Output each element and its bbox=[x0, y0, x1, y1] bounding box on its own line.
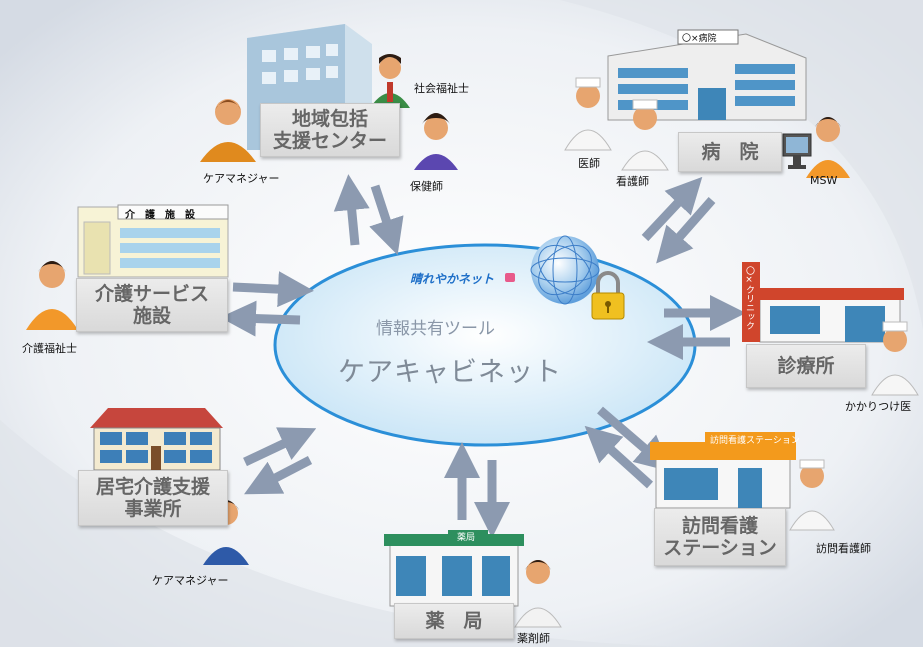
person-care-manager-top bbox=[200, 99, 256, 162]
person-msw bbox=[806, 117, 850, 178]
hospital-sign: 〇×病院 bbox=[682, 34, 717, 44]
role-houmon-kangoshi: 訪問看護師 bbox=[816, 542, 871, 555]
role-care-manager-bottom: ケアマネジャー bbox=[152, 574, 229, 587]
pharmacy-sign: 薬局 bbox=[457, 533, 476, 543]
globe-icon bbox=[530, 235, 600, 305]
person-kakaritsuke-doctor bbox=[871, 321, 919, 396]
center-title: ケアキャビネット bbox=[338, 357, 562, 388]
arrow-byouin-up bbox=[641, 176, 703, 242]
role-msw: MSW bbox=[810, 174, 838, 187]
person-yakuzaishi bbox=[514, 560, 562, 628]
person-hokenshi bbox=[414, 113, 458, 170]
arrow-byouin-down bbox=[656, 197, 716, 264]
hospital-building bbox=[607, 29, 807, 121]
facility-houmon: 訪問看護 ステーション bbox=[654, 508, 786, 566]
brand-logo: 晴れやかネット bbox=[410, 272, 495, 286]
background-swoosh-top bbox=[560, 0, 923, 330]
facility-kyotaku: 居宅介護支援 事業所 bbox=[78, 470, 228, 526]
kaigo-building bbox=[77, 204, 229, 278]
arrow-houmon-up bbox=[584, 425, 654, 489]
person-kaigo-fukushi bbox=[26, 261, 78, 330]
role-kaigo-fukushi: 介護福祉士 bbox=[22, 342, 77, 355]
facility-kaigo: 介護サービス 施設 bbox=[76, 278, 228, 332]
clinic-building bbox=[742, 262, 904, 343]
role-kangoshi: 看護師 bbox=[616, 175, 649, 188]
arrow-houmon-down bbox=[597, 406, 672, 472]
connection-arrows bbox=[220, 174, 746, 538]
arrow-kaigo-left bbox=[220, 300, 301, 337]
arrow-kyotaku-up bbox=[243, 427, 317, 467]
pharmacy-building bbox=[384, 530, 524, 607]
computer-monitor-icon bbox=[782, 133, 812, 169]
facility-yakkyoku: 薬 局 bbox=[394, 603, 514, 639]
brand-heart-icon bbox=[505, 273, 515, 282]
station-building bbox=[650, 432, 796, 509]
role-kakaritsuke: かかりつけ医 bbox=[845, 400, 912, 413]
station-sign: 訪問看護ステーション bbox=[710, 436, 800, 446]
kyotaku-building bbox=[90, 408, 223, 471]
role-yakuzaishi: 薬剤師 bbox=[517, 632, 550, 645]
kaigo-building-sign: 介 護 施 設 bbox=[125, 210, 195, 221]
arrow-kaigo-right bbox=[232, 271, 314, 308]
person-kangoshi bbox=[621, 99, 669, 171]
role-care-manager-top: ケアマネジャー bbox=[203, 172, 280, 185]
lock-icon bbox=[591, 271, 625, 320]
arrow-kyotaku-down bbox=[244, 456, 313, 495]
center-subtitle: 情報共有ツール bbox=[376, 319, 495, 339]
role-shakai-fukushi: 社会福祉士 bbox=[414, 82, 469, 95]
facility-byouin: 病 院 bbox=[678, 132, 782, 172]
facility-shinryo: 診療所 bbox=[746, 344, 866, 388]
clinic-sign: 〇×クリニック bbox=[744, 266, 754, 330]
arrow-houkatsu-up bbox=[333, 174, 370, 246]
facility-houkatsu: 地域包括 支援センター bbox=[260, 103, 400, 157]
arrow-houkatsu-down bbox=[369, 184, 404, 256]
background-swoosh-bottom bbox=[0, 420, 700, 647]
role-ishi: 医師 bbox=[578, 157, 600, 170]
person-houmon-kangoshi bbox=[789, 459, 835, 531]
person-ishi bbox=[564, 77, 612, 151]
role-hokenshi: 保健師 bbox=[410, 180, 443, 193]
